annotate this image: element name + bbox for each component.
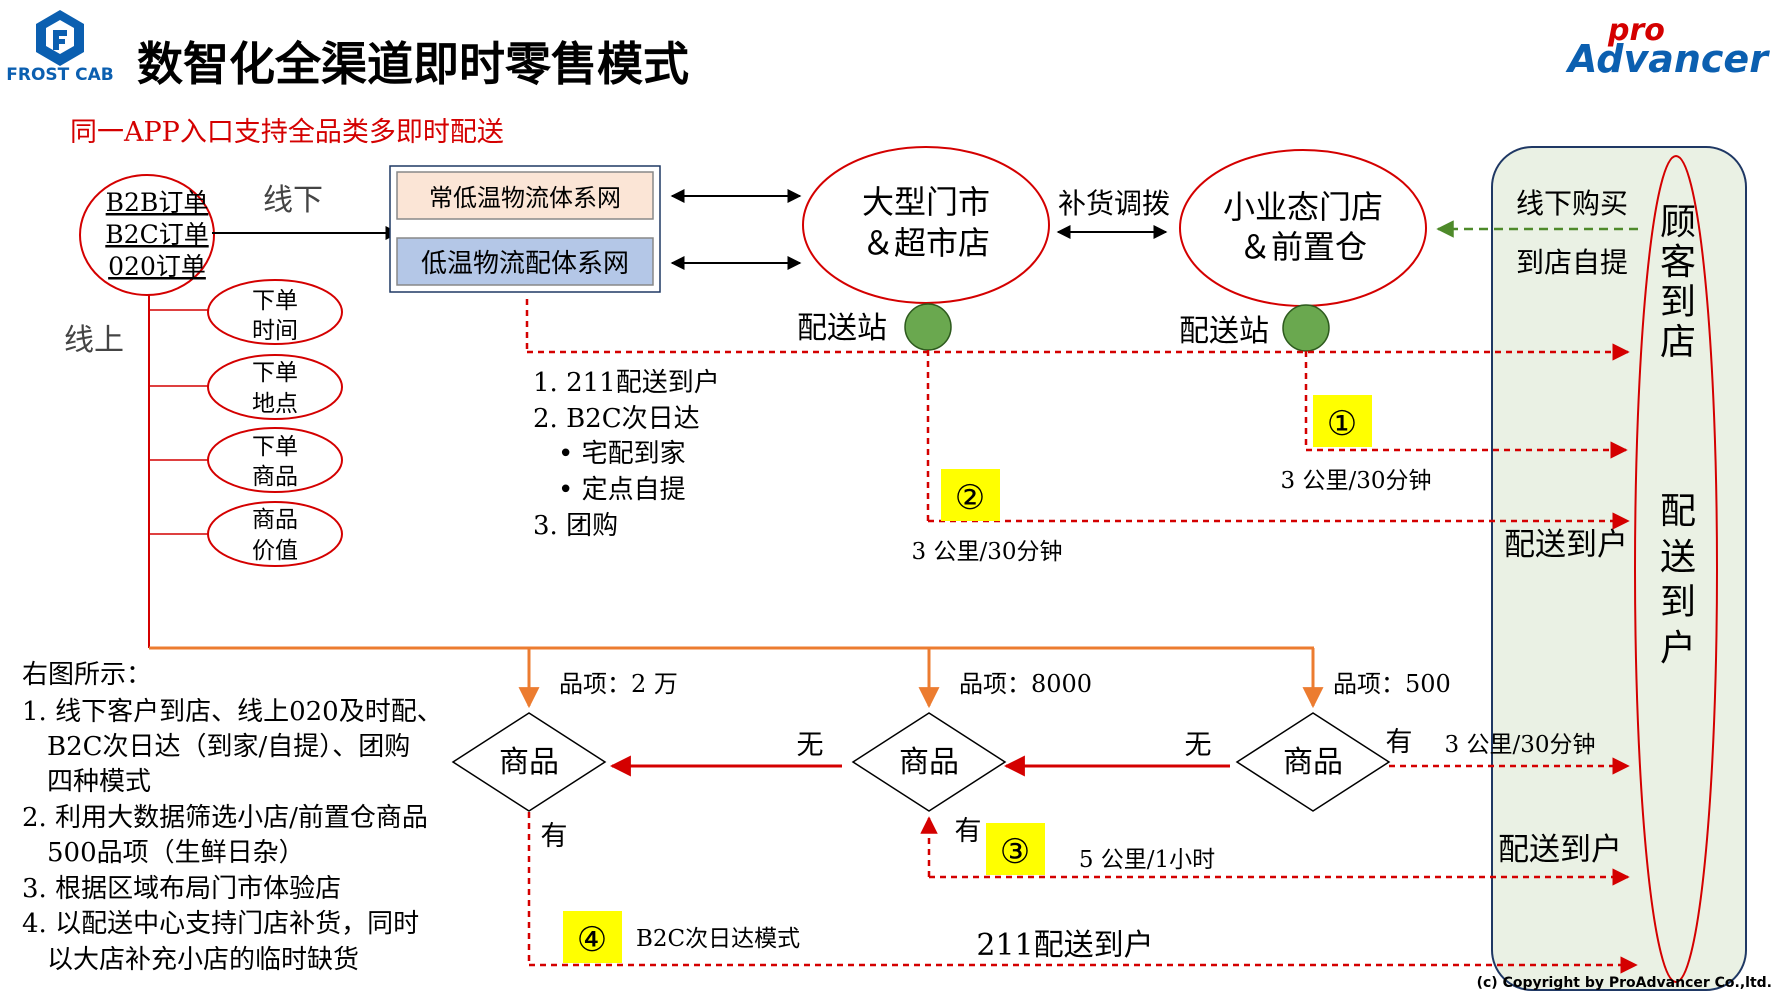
station-small-store: [1282, 304, 1330, 352]
to-home-char-4: 户: [1660, 628, 1696, 669]
deliver-label-lower: 配送到户: [1498, 832, 1622, 868]
station-label-big: 配送站: [797, 311, 887, 346]
svg-text:下单: 下单: [252, 360, 298, 386]
distance-small-store: 3 公里/30分钟: [1281, 468, 1432, 494]
notes-line-6: 3. 根据区域布局门市体验店: [22, 874, 341, 904]
no-label-2: 无: [797, 730, 824, 761]
to-store-char-1: 顾: [1660, 202, 1696, 243]
svg-text:下单: 下单: [252, 288, 298, 314]
svg-text:商品: 商品: [252, 464, 298, 490]
copyright: (c) Copyright by ProAdvancer Co.,ltd.: [1477, 975, 1772, 991]
offline-label: 线下: [263, 183, 323, 218]
to-home-char-3: 到: [1660, 582, 1696, 623]
notes-line-7: 4. 以配送中心支持门店补货，同时: [22, 909, 419, 939]
decision-diamond-dc: 商品: [451, 712, 607, 812]
notes-title: 右图所示：: [22, 660, 152, 690]
svg-text:③: ③: [1000, 832, 1030, 872]
yes-label-dc: 有: [541, 821, 568, 852]
page-title: 数智化全渠道即时零售模式: [137, 37, 689, 91]
svg-text:下单: 下单: [252, 434, 298, 460]
no-label-1: 无: [1185, 730, 1212, 761]
yes-label-small: 有: [1386, 727, 1413, 758]
delivery-item-2b: • 定点自提: [558, 475, 686, 505]
to-store-char-2: 客: [1660, 242, 1696, 283]
svg-text:①: ①: [1327, 404, 1357, 444]
logistics-box-low-temp: [396, 237, 654, 286]
attr-order-product: 下单 商品: [207, 427, 343, 493]
order-o2o: 020订单: [108, 252, 206, 281]
svg-text:商品: 商品: [499, 745, 559, 780]
notes-line-8: 以大店补充小店的临时缺货: [47, 945, 359, 975]
badge-1: [1313, 395, 1372, 447]
attr-order-location: 下单 地点: [207, 354, 343, 420]
pickup-label: 到店自提: [1516, 246, 1628, 279]
notes-line-2: B2C次日达（到家/自提）、团购: [47, 732, 410, 762]
small-store-line1: 小业态门店: [1223, 188, 1383, 226]
logistics-box-2-label: 低温物流配体系网: [421, 249, 629, 279]
big-store-line1: 大型门市: [862, 183, 990, 221]
notes-line-3: 四种模式: [47, 767, 151, 797]
decision-diamond-big-store: 商品: [851, 712, 1007, 812]
svg-text:地点: 地点: [252, 391, 298, 417]
badge-2: [941, 469, 1000, 521]
sku-label-20000: 品项：2 万: [559, 670, 678, 698]
station-label-small: 配送站: [1179, 314, 1269, 349]
svg-text:商品: 商品: [1283, 745, 1343, 780]
badge-4: [563, 911, 622, 963]
logo-pro-text: pro: [1607, 13, 1665, 48]
customer-panel: [1491, 146, 1747, 991]
small-store-line2: ＆前置仓: [1239, 228, 1367, 266]
to-store-char-3: 到: [1660, 282, 1696, 323]
distance-big-store: 3 公里/30分钟: [912, 539, 1063, 565]
to-home-char-1: 配: [1660, 491, 1696, 532]
attr-order-time: 下单 时间: [207, 279, 343, 345]
yes-label-big: 有: [955, 816, 982, 847]
svg-text:④: ④: [577, 920, 607, 960]
sku-label-8000: 品项：8000: [959, 670, 1092, 698]
big-store-line2: ＆超市店: [862, 224, 990, 262]
delivery-item-2: 2. B2C次日达: [533, 404, 700, 434]
order-b2b: B2B订单: [106, 188, 209, 217]
decision-diamond-small-store: 商品: [1235, 712, 1391, 812]
station-big-store: [904, 303, 952, 351]
offline-buy-label: 线下购买: [1516, 187, 1628, 220]
logistics-box-normal-low-temp: [396, 171, 654, 220]
svg-text:商品: 商品: [899, 745, 959, 780]
frost-cab-logo-text: FROST CAB: [6, 65, 114, 85]
logo-advancer-text: Advancer: [1565, 37, 1770, 81]
svg-text:时间: 时间: [252, 318, 298, 344]
orders-ellipse: [79, 174, 215, 296]
big-store-ellipse: [802, 146, 1050, 304]
delivery-item-3: 3. 团购: [533, 511, 618, 541]
notes-line-5: 500品项（生鲜日杂）: [47, 838, 305, 868]
distance-big-store-yes: 5 公里/1小时: [1079, 847, 1215, 873]
svg-text:商品: 商品: [252, 507, 298, 533]
logistics-box-1-label: 常低温物流体系网: [429, 184, 621, 212]
online-label: 线上: [64, 323, 124, 358]
deliver-label-upper: 配送到户: [1504, 527, 1628, 563]
page-subtitle: 同一APP入口支持全品类多即时配送: [70, 117, 504, 148]
proadvancer-logo: pro Advancer: [1565, 13, 1770, 81]
badge-3: [986, 823, 1045, 875]
delivery-item-2a: • 宅配到家: [558, 439, 686, 469]
order-b2c: B2C订单: [105, 220, 208, 249]
to-store-char-4: 店: [1660, 322, 1696, 363]
home-211-label: 211配送到户: [976, 928, 1153, 963]
delivery-item-1: 1. 211配送到户: [533, 368, 720, 398]
restock-label: 补货调拨: [1058, 187, 1170, 220]
customer-ellipse: [1634, 155, 1718, 983]
svg-text:价值: 价值: [252, 538, 298, 564]
notes-line-1: 1. 线下客户到店、线上020及时配、: [22, 697, 443, 727]
svg-text:②: ②: [955, 478, 985, 518]
distance-small-store-yes: 3 公里/30分钟: [1445, 732, 1596, 758]
notes-line-4: 2. 利用大数据筛选小店/前置仓商品: [22, 803, 428, 833]
attr-product-value: 商品 价值: [207, 501, 343, 567]
to-home-char-2: 送: [1660, 537, 1696, 578]
frost-cab-logo: FROST CAB: [6, 10, 114, 85]
b2c-next-day-mode: B2C次日达模式: [636, 926, 800, 952]
sku-label-500: 品项：500: [1333, 670, 1451, 698]
